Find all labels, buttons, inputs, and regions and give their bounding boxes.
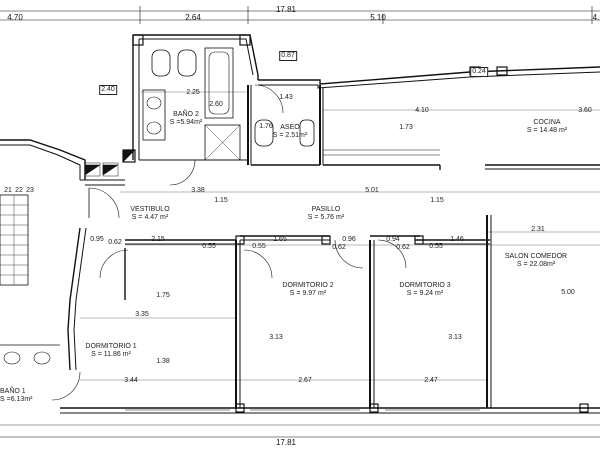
stair-step-23: 23	[26, 187, 34, 194]
dim-115a: 1.15	[214, 197, 228, 204]
room-area: S = 5.76 m²	[307, 214, 345, 221]
dim-260: 2.60	[209, 101, 223, 108]
dim-top-total: 17.81	[275, 5, 297, 14]
room-label-cocina: COCINA S = 14.48 m²	[527, 119, 567, 135]
dim-313a: 3.13	[269, 334, 283, 341]
dim-138: 1.38	[156, 358, 170, 365]
room-label-pasillo: PASILLO S = 5.76 m²	[308, 206, 344, 222]
dim-338: 3.38	[191, 187, 205, 194]
dim-173: 1.73	[399, 124, 413, 131]
room-area: S = 11.86 m²	[91, 351, 131, 358]
dim-055b: 0.55	[252, 243, 266, 250]
dim-313b: 3.13	[448, 334, 462, 341]
dim-095: 0.95	[90, 236, 104, 243]
dim-225: 2.25	[186, 89, 200, 96]
stair-step-22: 22	[15, 187, 23, 194]
dim-240: 2.40	[99, 85, 117, 95]
dim-094: 0.94	[386, 236, 400, 243]
room-name: VESTIBULO	[130, 206, 170, 213]
room-name: COCINA	[533, 119, 561, 126]
dim-410: 4.10	[415, 107, 429, 114]
room-name: DORMITORIO 1	[85, 343, 137, 350]
dim-500: 5.00	[561, 289, 575, 296]
stair-step-21: 21	[4, 187, 12, 194]
dim-175: 1.75	[156, 292, 170, 299]
room-label-vestibulo: VESTIBULO S = 4.47 m²	[130, 206, 169, 222]
room-name: BAÑO 1	[0, 388, 26, 395]
dim-top-b: 2.64	[185, 13, 201, 22]
room-area: S = 9.24 m²	[406, 290, 444, 297]
dim-176: 1.76	[259, 123, 273, 130]
room-label-dormitorio2: DORMITORIO 2 S = 9.97 m²	[282, 282, 333, 298]
dim-501: 5.01	[365, 187, 379, 194]
room-area: S = 2.51m²	[272, 132, 308, 139]
room-name: DORMITORIO 2	[282, 282, 334, 289]
dim-055a: 0.55	[202, 243, 216, 250]
room-area: S = 14.48 m²	[526, 127, 568, 134]
dim-bottom-total: 17.81	[275, 438, 297, 447]
room-label-bano2: BAÑO 2 S =5.94m²	[170, 111, 203, 127]
dim-247: 2.47	[424, 377, 438, 384]
dim-055c: 0.55	[429, 243, 443, 250]
dim-096: 0.96	[342, 236, 356, 243]
dim-062b: 0.62	[332, 244, 346, 251]
dim-267: 2.67	[298, 377, 312, 384]
dim-062a: 0.62	[108, 239, 122, 246]
dim-143: 1.43	[279, 94, 293, 101]
dim-top-c: 5.10	[370, 13, 386, 22]
dim-024: 0.24	[470, 67, 488, 77]
room-area: S = 22.08m²	[516, 261, 556, 268]
dim-top-d: 4.	[592, 13, 600, 22]
room-name: SALON COMEDOR	[504, 253, 568, 260]
room-area: S =5.94m²	[169, 119, 203, 126]
dim-146: 1.46	[450, 236, 464, 243]
room-label-bano1: BAÑO 1 S =6.13m²	[0, 388, 33, 404]
dim-360: 3.60	[578, 107, 592, 114]
dim-215: 2.15	[151, 236, 165, 243]
dim-top-a: 4.70	[7, 13, 23, 22]
room-label-dormitorio3: DORMITORIO 3 S = 9.24 m²	[399, 282, 450, 298]
room-area: S = 4.47 m²	[131, 214, 169, 221]
room-label-salon: SALON COMEDOR S = 22.08m²	[505, 253, 567, 269]
room-name: ASEO	[280, 124, 300, 131]
dim-115b: 1.15	[430, 197, 444, 204]
dim-087: 0.87	[279, 51, 297, 61]
dim-335: 3.35	[135, 311, 149, 318]
dim-344: 3.44	[124, 377, 138, 384]
dim-231: 2.31	[531, 226, 545, 233]
room-label-dormitorio1: DORMITORIO 1 S = 11.86 m²	[85, 343, 136, 359]
room-area: S = 9.97 m²	[289, 290, 327, 297]
room-name: DORMITORIO 3	[399, 282, 451, 289]
room-name: BAÑO 2	[173, 111, 199, 118]
room-name: PASILLO	[311, 206, 341, 213]
room-area: S =6.13m²	[0, 396, 33, 403]
dim-165: 1.65	[273, 236, 287, 243]
room-label-aseo: ASEO S = 2.51m²	[273, 124, 307, 140]
dim-062c: 0.62	[396, 244, 410, 251]
